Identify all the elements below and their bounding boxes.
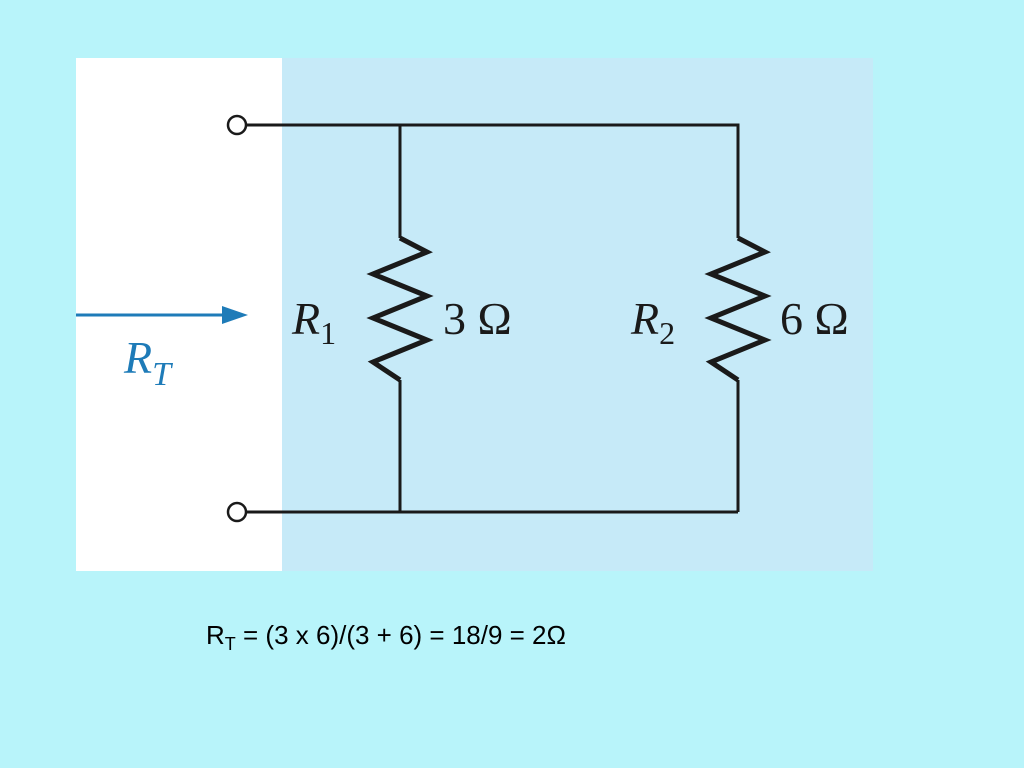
circuit-diagram: RT R1 3 Ω R2 6 Ω [76,58,873,571]
circuit-figure: RT R1 3 Ω R2 6 Ω [76,58,873,571]
r2-value: 6 Ω [780,293,849,344]
equation: RT = (3 x 6)/(3 + 6) = 18/9 = 2Ω [206,620,566,655]
arrow-head [222,306,248,324]
r2-zigzag [704,235,772,383]
equation-rhs: = (3 x 6)/(3 + 6) = 18/9 = 2Ω [235,620,566,650]
r1-label: R1 [291,293,336,351]
total-resistance-label: RT [123,332,173,393]
r1-value: 3 Ω [443,293,512,344]
bottom-terminal [226,501,248,523]
equation-lhs-main: R [206,620,225,650]
top-wire [245,123,740,238]
equation-lhs-sub: T [224,634,236,654]
r2-label: R2 [630,293,675,351]
r1-zigzag [366,235,434,383]
top-terminal [226,114,248,136]
